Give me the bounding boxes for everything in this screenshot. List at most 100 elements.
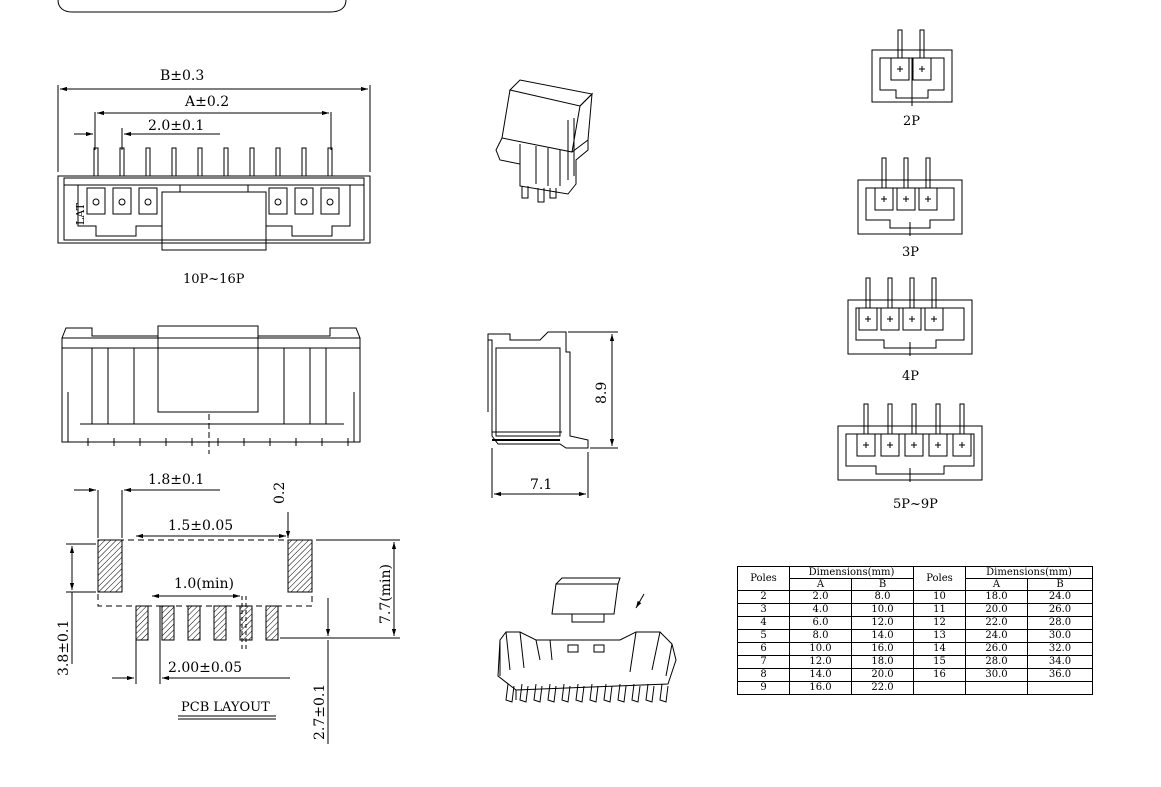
cell-poles: 11 (913, 603, 966, 617)
front-pin (197, 147, 203, 177)
lower-offset-label: 2.7±0.1 (312, 684, 328, 740)
pin-cell (874, 187, 894, 211)
pin-cell (856, 433, 876, 457)
cell-b: 26.0 (1027, 603, 1093, 617)
cell-a: 24.0 (965, 629, 1028, 643)
pcb-pad-right (287, 539, 313, 593)
front-pin (301, 147, 307, 177)
cell-poles: 14 (913, 642, 966, 656)
side-mark: LAT (74, 202, 87, 225)
header-dimensions-left: Dimensions(mm) (789, 566, 914, 579)
pin-cell (952, 433, 972, 457)
cell-poles (913, 681, 966, 695)
pin-cell (880, 307, 900, 331)
pin (959, 403, 965, 435)
cell-b: 8.0 (851, 590, 914, 604)
header-b-right: B (1027, 578, 1093, 591)
cell-a: 22.0 (965, 616, 1028, 630)
cell-b: 20.0 (851, 668, 914, 682)
front-pin (223, 147, 229, 177)
iso-pin (589, 683, 599, 703)
pin-cell (924, 307, 944, 331)
cell-b: 22.0 (851, 681, 914, 695)
cell-poles: 15 (913, 655, 966, 669)
front-pin-hole (326, 198, 334, 206)
iso-pin (575, 683, 585, 703)
isometric-view-top (495, 79, 594, 203)
pcb-signal-pad (213, 605, 227, 641)
front-pin (119, 147, 125, 177)
pin (911, 403, 917, 435)
cell-a: 30.0 (965, 668, 1028, 682)
cell-poles: 8 (737, 668, 790, 682)
top-view (61, 325, 361, 454)
header-a-left: A (789, 578, 852, 591)
cell-b: 24.0 (1027, 590, 1093, 604)
pin (931, 277, 937, 309)
cell-a: 8.0 (789, 629, 852, 643)
front-pin-cell (294, 187, 314, 215)
iso-pin (603, 683, 613, 703)
variant-3p-label: 3P (902, 245, 919, 260)
pin (887, 277, 893, 309)
iso-pin (659, 683, 669, 703)
pin-cell (912, 57, 932, 81)
header-poles-left: Poles (737, 566, 790, 591)
top-ticks (87, 438, 349, 446)
pin-cell (918, 187, 938, 211)
iso-pin (561, 683, 571, 703)
front-pin-cell (138, 187, 158, 215)
front-pin (327, 147, 333, 177)
iso-pin (505, 683, 515, 703)
cell-a: 28.0 (965, 655, 1028, 669)
iso-pin (631, 683, 641, 703)
front-pin-cell (86, 187, 106, 215)
min-spacing-label: 1.0(min) (174, 576, 234, 592)
front-pin (171, 147, 177, 177)
cell-a: 14.0 (789, 668, 852, 682)
cell-poles: 10 (913, 590, 966, 604)
cell-poles: 16 (913, 668, 966, 682)
pin (909, 277, 915, 309)
pin-cell (890, 57, 910, 81)
offset-label: 3.8±0.1 (56, 620, 72, 676)
cell-b: 18.0 (851, 655, 914, 669)
pin (919, 29, 925, 59)
header-dimensions-right: Dimensions(mm) (965, 566, 1093, 579)
iso-pin (547, 683, 557, 703)
front-pin (93, 147, 99, 177)
pitch-label: 2.0±0.1 (148, 118, 204, 134)
isometric-view-bottom (497, 577, 677, 700)
cell-poles: 6 (737, 642, 790, 656)
pad-width-small-label: 1.5±0.05 (168, 518, 233, 534)
cell-a: 20.0 (965, 603, 1028, 617)
cell-poles: 7 (737, 655, 790, 669)
cell-poles: 4 (737, 616, 790, 630)
iso-pin (617, 683, 627, 703)
header-a-right: A (965, 578, 1028, 591)
cell-poles: 9 (737, 681, 790, 695)
pin (881, 157, 887, 189)
cell-b: 10.0 (851, 603, 914, 617)
cell-b: 32.0 (1027, 642, 1093, 656)
cell-poles: 3 (737, 603, 790, 617)
pin-cell (928, 433, 948, 457)
side-view: 8.9 7.1 (487, 331, 618, 498)
front-pin (275, 147, 281, 177)
cell-b: 16.0 (851, 642, 914, 656)
front-pin-hole (144, 198, 152, 206)
variant-4p: 4P (847, 299, 973, 384)
cell-a: 2.0 (789, 590, 852, 604)
cell-b (1027, 681, 1093, 695)
variant-5p-9p: 5P~9P (837, 425, 983, 512)
variant-5p-label: 5P~9P (893, 497, 938, 512)
cell-poles: 13 (913, 629, 966, 643)
height-label: 8.9 (594, 382, 610, 404)
pcb-signal-pad (161, 605, 175, 641)
cell-b: 34.0 (1027, 655, 1093, 669)
pin-cell (880, 433, 900, 457)
cell-a: 4.0 (789, 603, 852, 617)
front-pin-hole (118, 198, 126, 206)
pin (925, 157, 931, 189)
